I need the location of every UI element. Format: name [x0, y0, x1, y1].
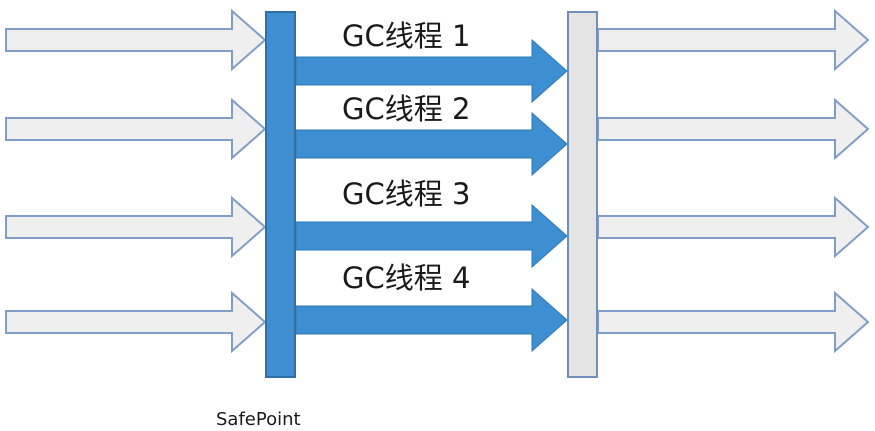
gc-thread-label-3: GC线程 3: [342, 177, 470, 211]
app-thread-arrow-right-1: [597, 8, 870, 72]
gc-thread-arrow-2: [295, 111, 568, 177]
gc-thread-label-1: GC线程 1: [342, 19, 470, 53]
gc-thread-arrow-1: [295, 38, 568, 104]
gc-end-bar: [567, 11, 598, 378]
gc-thread-arrows: [295, 38, 568, 353]
safepoint-bar: [265, 11, 296, 378]
gc-thread-label-2: GC线程 2: [342, 92, 470, 126]
app-threads-after-gc: [597, 8, 870, 354]
app-threads-before-safepoint: [5, 8, 267, 354]
app-thread-arrow-left-1: [5, 8, 267, 72]
app-thread-arrow-left-2: [5, 97, 267, 161]
app-thread-arrow-right-4: [597, 290, 870, 354]
app-thread-arrow-left-3: [5, 195, 267, 259]
app-thread-arrow-right-2: [597, 97, 870, 161]
safepoint-label: SafePoint: [216, 409, 301, 430]
app-thread-arrow-left-4: [5, 290, 267, 354]
gc-thread-label-4: GC线程 4: [342, 261, 470, 295]
app-thread-arrow-right-3: [597, 195, 870, 259]
gc-thread-arrow-3: [295, 203, 568, 269]
gc-thread-arrow-4: [295, 287, 568, 353]
